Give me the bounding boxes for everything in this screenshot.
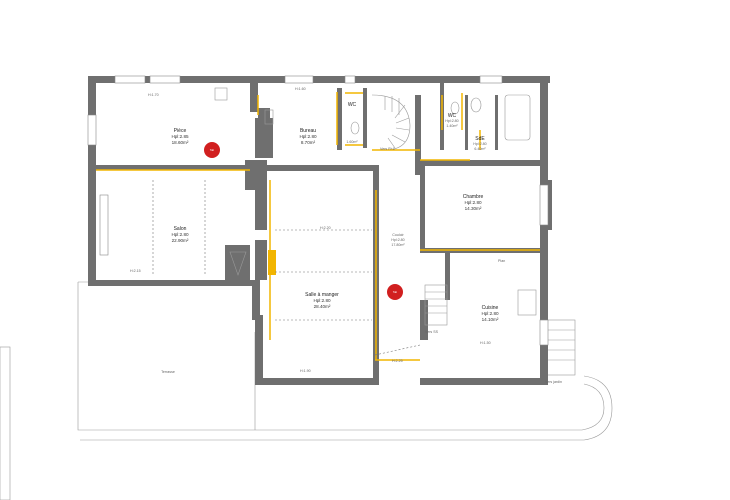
room-height: Hpl:2.80 <box>445 119 458 123</box>
room-height: Hpl:2.80 <box>171 232 189 237</box>
outer-walls <box>88 76 552 385</box>
room-area: 1.40m² <box>446 124 458 128</box>
room-salle-a-manger: Salle à manger Hpl:2.80 28.40m² <box>305 292 339 309</box>
room-name: SdE <box>475 136 485 142</box>
fixtures <box>214 87 537 316</box>
room-chambre: Chambre Hpl:2.80 14.30m² <box>463 194 484 211</box>
room-outlines <box>96 92 540 361</box>
basement-stairs <box>424 284 448 326</box>
room-name: Couloir <box>392 233 404 237</box>
fireplace <box>229 250 276 276</box>
room-area: 14.30m² <box>465 206 482 211</box>
legend-frame <box>0 346 11 500</box>
height-label: H:1.60 <box>295 87 306 91</box>
room-name: Cuisine <box>482 305 499 311</box>
room-name: Chambre <box>463 194 484 200</box>
stairs-down-label: Vers SS <box>425 330 439 334</box>
room-name: WC <box>448 113 457 119</box>
room-height: Hpl:2.85 <box>171 134 189 139</box>
room-height: Hpl:2.80 <box>481 311 499 316</box>
room-height: Hpl:2.80 <box>391 238 404 242</box>
height-label: H:2.25 <box>392 359 403 363</box>
room-area: 28.40m² <box>314 304 331 309</box>
room-height: Hpl:2.80 <box>313 298 331 303</box>
room-piece: Pièce Hpl:2.85 18.60m² <box>171 128 189 145</box>
stairs-up-label: Vers R+1 <box>380 147 395 151</box>
svg-text:Tab: Tab <box>210 148 215 152</box>
room-area: 17.80m² <box>391 243 405 247</box>
dashed-lines <box>152 180 421 356</box>
plan-label: Plan <box>498 259 505 263</box>
room-name: Pièce <box>174 128 187 134</box>
room-name: Salon <box>174 226 187 232</box>
room-area: 14.10m² <box>482 317 499 322</box>
room-salon: Salon Hpl:2.80 22.90m² <box>171 226 189 243</box>
room-cuisine: Cuisine Hpl:2.80 14.10m² <box>481 305 499 322</box>
windows <box>87 75 549 346</box>
terrace-outer-outline <box>80 375 613 441</box>
height-label: H:1.90 <box>300 369 311 373</box>
svg-text:Tab: Tab <box>393 290 398 294</box>
height-label: H:1.70 <box>148 93 159 97</box>
room-wc-2: WC Hpl:2.80 1.40m² <box>445 113 458 128</box>
height-label: H:2.15 <box>130 269 141 273</box>
room-area: 8.70m² <box>301 140 316 145</box>
room-area: 18.60m² <box>172 140 189 145</box>
room-area: 1.60m² <box>346 140 358 144</box>
room-wc-1: WC 1.60m² <box>346 102 358 144</box>
height-label: H:2.20 <box>320 226 331 230</box>
room-area: 22.90m² <box>172 238 189 243</box>
stamp-icon: Tab <box>204 142 220 158</box>
room-bureau: Bureau Hpl:2.80 8.70m² <box>299 128 317 145</box>
garden-label: Vers jardin <box>545 380 562 384</box>
room-couloir: Couloir Hpl:2.80 17.80m² <box>391 233 405 247</box>
garden-stairs <box>544 319 576 376</box>
room-sde: SdE Hpl:2.80 6.40m² <box>473 136 486 151</box>
room-height: Hpl:2.80 <box>299 134 317 139</box>
room-area: 6.40m² <box>474 147 486 151</box>
room-name: WC <box>348 102 357 108</box>
central-stairs <box>371 94 411 151</box>
stamp-icon: Tab <box>387 284 403 300</box>
room-name: Bureau <box>300 128 316 134</box>
terrace-outline <box>77 282 605 431</box>
room-name: Salle à manger <box>305 292 339 298</box>
interior-walls <box>96 76 540 360</box>
room-height: Hpl:2.80 <box>464 200 482 205</box>
terrace-label: Terrasse <box>161 370 175 374</box>
height-label: H:1.50 <box>480 341 491 345</box>
room-height: Hpl:2.80 <box>473 142 486 146</box>
